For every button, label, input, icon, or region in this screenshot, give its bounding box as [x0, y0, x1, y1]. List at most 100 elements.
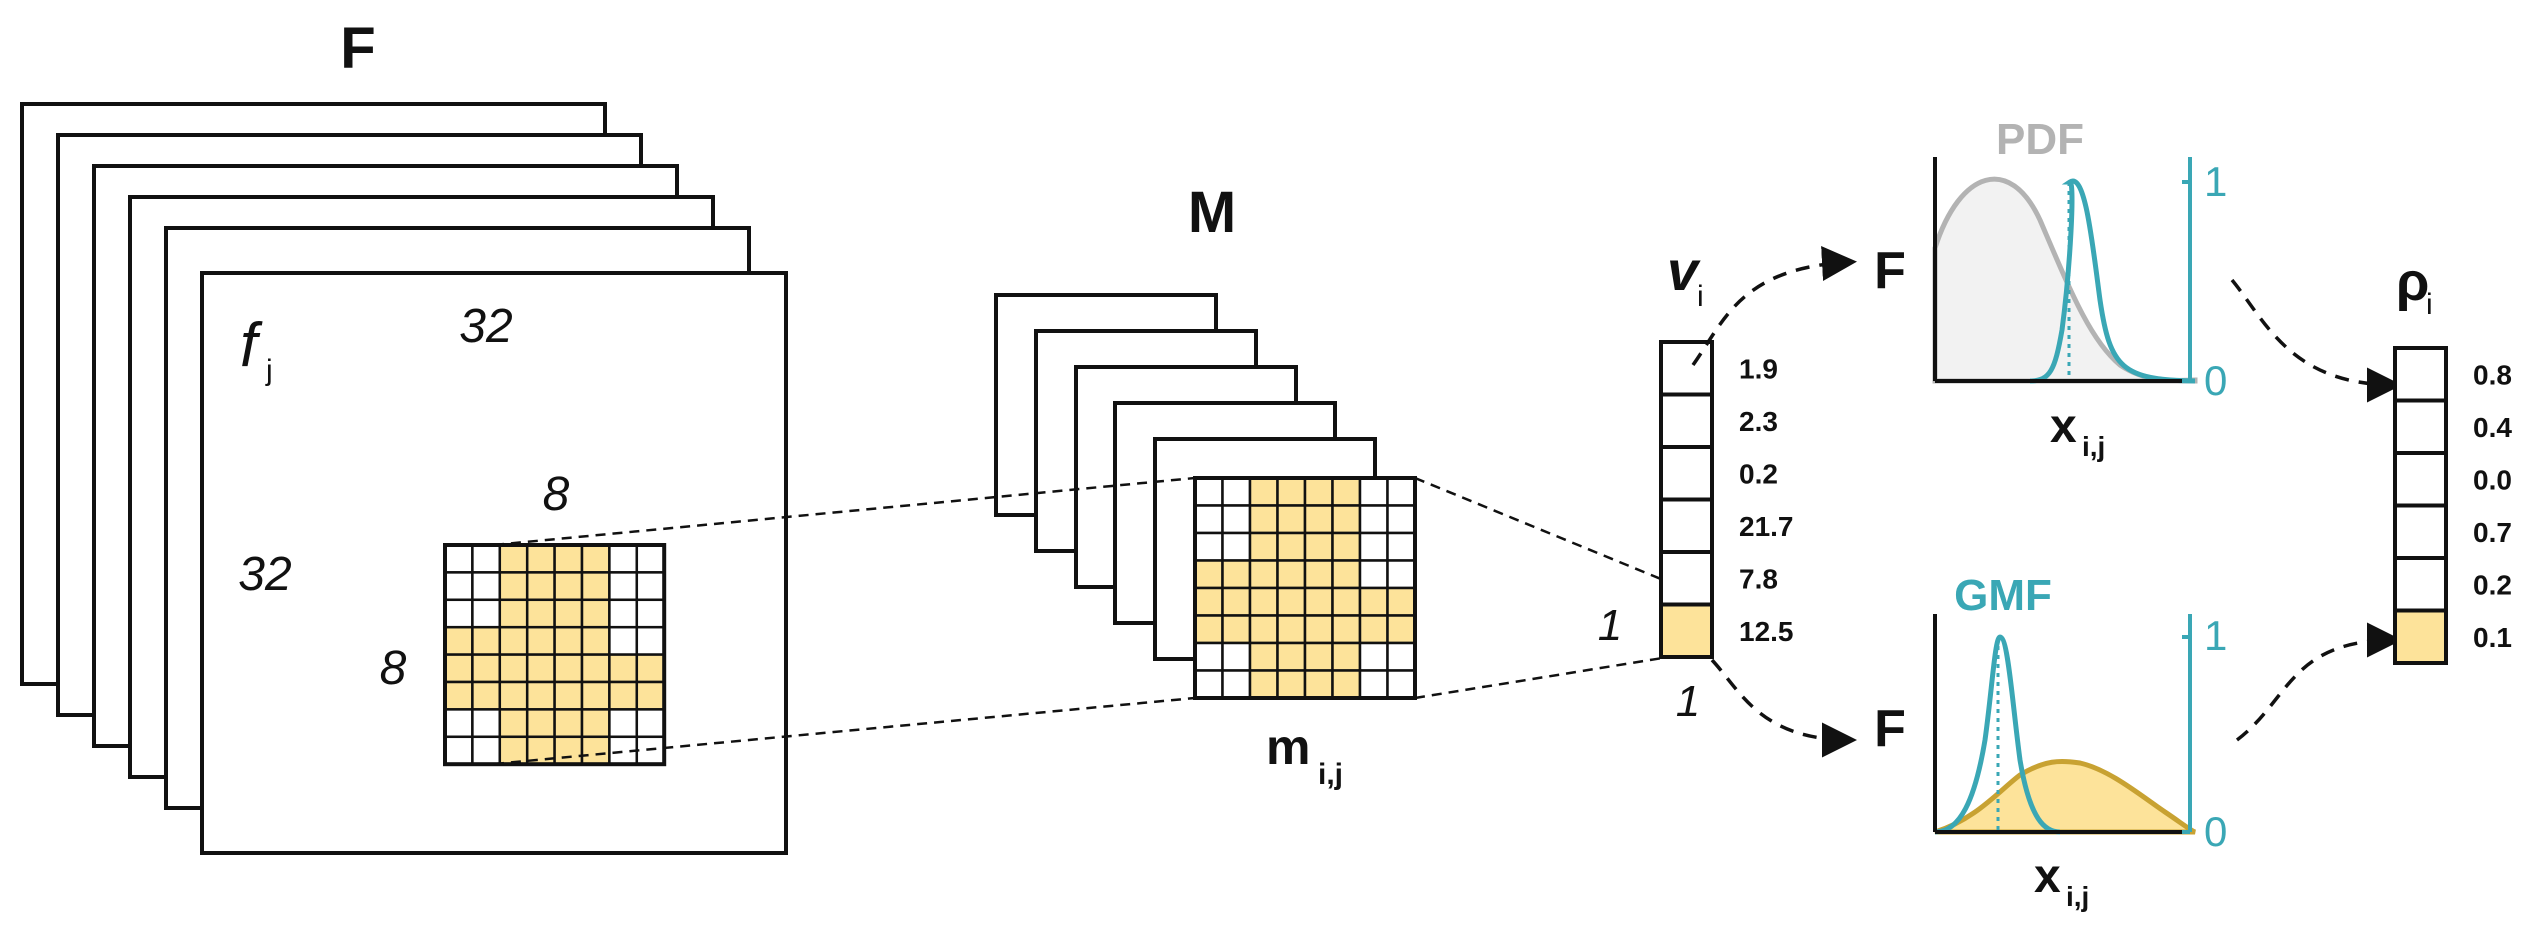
grid-border	[443, 543, 667, 767]
grid-cell	[471, 680, 502, 711]
grid-cell	[553, 625, 584, 656]
m-stack-title: M	[1188, 180, 1236, 245]
grid-cell	[1276, 504, 1307, 535]
grid-cell	[1193, 669, 1224, 700]
grid-cell	[1386, 504, 1417, 535]
grid-cell	[635, 571, 666, 602]
arrow-f-bottom-to-rho	[2235, 622, 2402, 742]
pdf-curve-bottom	[1934, 758, 2197, 835]
grid-cell	[1276, 641, 1307, 672]
vector-value: 12.5	[1739, 616, 1794, 647]
grid-cell	[443, 598, 474, 629]
grid-cell	[608, 653, 639, 684]
grid-cell	[1331, 559, 1362, 590]
patch-grid-feature	[443, 543, 667, 767]
right-axis-max-bottom: 1	[2204, 612, 2227, 659]
vector-cell	[1659, 550, 1714, 607]
grid-cell	[1276, 559, 1307, 590]
grid-cell	[1358, 504, 1389, 535]
grid-cell	[635, 653, 666, 684]
feature-map-stack	[20, 102, 788, 855]
v-vector: 1.92.30.221.77.812.5	[1659, 340, 1794, 659]
vector-cell	[1659, 602, 1714, 659]
grid-cell	[635, 543, 666, 574]
grid-cell	[1331, 531, 1362, 562]
grid-cell	[1303, 559, 1334, 590]
gmf-narrow-curve-bottom	[1934, 634, 2061, 835]
grid-cell	[1386, 476, 1417, 507]
grid-cell	[1193, 531, 1224, 562]
gmf-title: GMF	[1954, 571, 2052, 620]
grid-cell	[580, 625, 611, 656]
vector-cell	[2393, 556, 2448, 613]
grid-cell	[608, 680, 639, 711]
grid-cell	[1276, 531, 1307, 562]
grid-cell	[1248, 669, 1279, 700]
flow-arrows	[1691, 246, 2402, 758]
vector-value: 0.7	[2473, 517, 2512, 548]
vector-value: 0.2	[2473, 569, 2512, 600]
grid-cell	[471, 543, 502, 574]
vector-cell	[2393, 398, 2448, 455]
grid-cell	[443, 735, 474, 766]
vector-cell	[2393, 503, 2448, 560]
grid-cell	[1221, 559, 1252, 590]
vector-cell	[1659, 445, 1714, 502]
grid-cell	[1331, 476, 1362, 507]
rho-label: ρ	[2396, 252, 2429, 312]
patch-dim-top: 8	[543, 468, 570, 521]
grid-cell	[1303, 614, 1334, 645]
vector-cell	[2393, 451, 2448, 508]
grid-cell	[608, 598, 639, 629]
grid-cell	[1248, 559, 1279, 590]
pdf-curve	[1932, 176, 2198, 384]
grid-cell	[471, 625, 502, 656]
grid-cell	[525, 571, 556, 602]
pdf-title: PDF	[1996, 115, 2084, 164]
grid-cell	[1221, 504, 1252, 535]
grid-cell	[1276, 669, 1307, 700]
right-axis-max-top: 1	[2204, 158, 2227, 205]
grid-cell	[580, 735, 611, 766]
grid-cell	[1358, 559, 1389, 590]
grid-cell	[1358, 531, 1389, 562]
grid-cell	[1331, 614, 1362, 645]
grid-cell	[580, 653, 611, 684]
v-label: v	[1667, 239, 1701, 302]
grid-cell	[1386, 559, 1417, 590]
grid-cell	[635, 708, 666, 739]
grid-cell	[471, 571, 502, 602]
vector-value: 0.0	[2473, 464, 2512, 495]
vector-cell	[1659, 497, 1714, 554]
grid-cell	[498, 680, 529, 711]
grid-border	[1193, 476, 1417, 700]
one-bottom-label: 1	[1676, 677, 1700, 726]
grid-cell	[1193, 586, 1224, 617]
v-subscript: i	[1697, 280, 1704, 313]
arrow-f-top-to-rho	[2230, 278, 2402, 403]
projection-lines	[493, 476, 1713, 766]
grid-cell	[1248, 531, 1279, 562]
patch-grid-mask	[1193, 476, 1417, 700]
one-left-label: 1	[1598, 601, 1622, 650]
grid-cell	[608, 571, 639, 602]
grid-cell	[1331, 641, 1362, 672]
grid-cell	[443, 571, 474, 602]
vector-value: 0.8	[2473, 359, 2512, 390]
rho-subscript: i	[2426, 288, 2433, 321]
grid-cell	[553, 571, 584, 602]
grid-cell	[608, 708, 639, 739]
grid-cell	[553, 543, 584, 574]
grid-cell	[1248, 614, 1279, 645]
grid-cell	[608, 625, 639, 656]
grid-cell	[1303, 531, 1334, 562]
dim-32-left: 32	[238, 548, 291, 601]
grid-cell	[471, 598, 502, 629]
grid-cell	[1331, 669, 1362, 700]
grid-cell	[1193, 476, 1224, 507]
gmf-plot: GMF 1 0 x i,j	[1933, 571, 2227, 912]
grid-cell	[1331, 586, 1362, 617]
grid-cell	[1221, 586, 1252, 617]
vector-cell	[1659, 340, 1714, 397]
grid-cell	[498, 653, 529, 684]
